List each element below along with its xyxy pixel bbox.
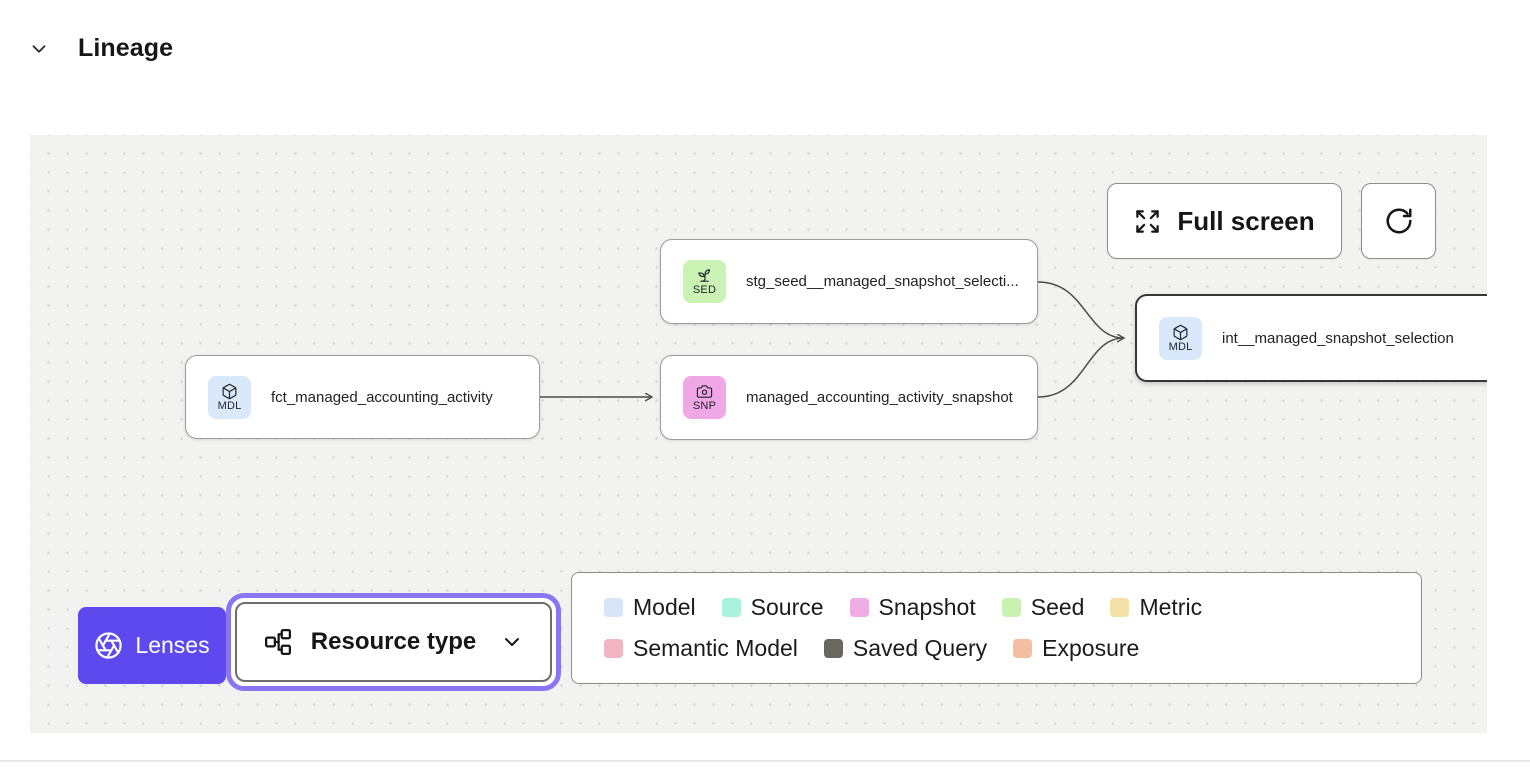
legend-label: Metric xyxy=(1139,594,1203,620)
expand-arrows-icon xyxy=(1134,208,1161,235)
legend-label: Saved Query xyxy=(852,635,988,661)
refresh-icon xyxy=(1384,206,1414,236)
page-title: Lineage xyxy=(78,34,174,62)
chevron-down-icon xyxy=(28,38,50,60)
cube-icon xyxy=(1172,324,1189,341)
lineage-header: Lineage xyxy=(26,34,173,63)
node-stg-seed-managed-snapshot-selection[interactable]: SED stg_seed__managed_snapshot_selecti..… xyxy=(660,239,1038,324)
legend-label: Model xyxy=(633,594,696,620)
exposure-swatch xyxy=(1013,639,1033,658)
badge-label: SNP xyxy=(692,400,717,412)
node-managed-accounting-activity-snapshot[interactable]: SNP managed_accounting_activity_snapshot xyxy=(660,355,1038,440)
legend-label: Snapshot xyxy=(878,594,976,620)
lenses-label: Lenses xyxy=(135,632,210,658)
sprout-icon xyxy=(696,267,713,284)
node-label: int__managed_snapshot_selection xyxy=(1222,329,1454,347)
model-badge: MDL xyxy=(1159,316,1202,360)
resource-type-dropdown[interactable]: Resource type xyxy=(235,602,552,682)
full-screen-button[interactable]: Full screen xyxy=(1107,183,1342,259)
legend-item-snapshot: Snapshot xyxy=(849,594,976,621)
refresh-button[interactable] xyxy=(1361,183,1436,259)
seed-badge: SED xyxy=(683,260,726,303)
seed-swatch xyxy=(1001,598,1021,617)
node-label: fct_managed_accounting_activity xyxy=(271,388,493,406)
full-screen-label: Full screen xyxy=(1177,205,1315,236)
model-swatch xyxy=(604,598,623,617)
edge-snp-to-int xyxy=(1037,338,1124,398)
source-swatch xyxy=(721,598,741,617)
node-fct-managed-accounting-activity[interactable]: MDL fct_managed_accounting_activity xyxy=(185,355,540,439)
model-badge: MDL xyxy=(208,375,251,419)
legend-item-model: Model xyxy=(604,594,696,621)
node-label: stg_seed__managed_snapshot_selecti... xyxy=(746,273,1019,290)
legend-label: Semantic Model xyxy=(633,635,798,661)
legend-item-semantic-model: Semantic Model xyxy=(604,635,798,662)
hierarchy-icon xyxy=(263,627,293,657)
lineage-canvas[interactable]: MDL fct_managed_accounting_activity SED … xyxy=(30,135,1487,733)
section-divider xyxy=(0,760,1530,762)
legend-item-exposure: Exposure xyxy=(1013,635,1139,662)
node-int-managed-snapshot-selection[interactable]: MDL int__managed_snapshot_selection xyxy=(1135,294,1487,382)
resource-type-focus-ring: Resource type xyxy=(226,593,561,691)
aperture-icon xyxy=(94,631,123,660)
resource-type-label: Resource type xyxy=(310,628,477,655)
legend-item-source: Source xyxy=(721,594,824,621)
badge-label: MDL xyxy=(1168,340,1193,353)
snapshot-badge: SNP xyxy=(683,376,726,419)
legend-row-1: Model Source Snapshot Seed Metric xyxy=(604,594,1421,621)
legend-label: Exposure xyxy=(1042,635,1140,661)
node-label: managed_accounting_activity_snapshot xyxy=(746,389,1013,406)
legend: Model Source Snapshot Seed Metric xyxy=(571,572,1422,684)
legend-label: Source xyxy=(750,594,824,620)
snapshot-swatch xyxy=(849,598,869,617)
legend-item-seed: Seed xyxy=(1001,594,1085,621)
saved-query-swatch xyxy=(823,639,843,658)
badge-label: SED xyxy=(692,284,717,296)
legend-label: Seed xyxy=(1030,594,1085,620)
legend-row-2: Semantic Model Saved Query Exposure xyxy=(604,635,1421,662)
semantic-model-swatch xyxy=(604,639,623,658)
edge-sed-to-int xyxy=(1037,281,1125,339)
legend-item-metric: Metric xyxy=(1110,594,1202,621)
chevron-down-icon xyxy=(500,630,524,654)
cube-icon xyxy=(221,383,238,400)
badge-label: MDL xyxy=(217,399,242,412)
metric-swatch xyxy=(1110,598,1130,617)
lenses-button[interactable]: Lenses xyxy=(78,607,226,684)
collapse-section-button[interactable] xyxy=(26,36,52,62)
legend-item-saved-query: Saved Query xyxy=(823,635,988,662)
camera-icon xyxy=(696,383,713,400)
